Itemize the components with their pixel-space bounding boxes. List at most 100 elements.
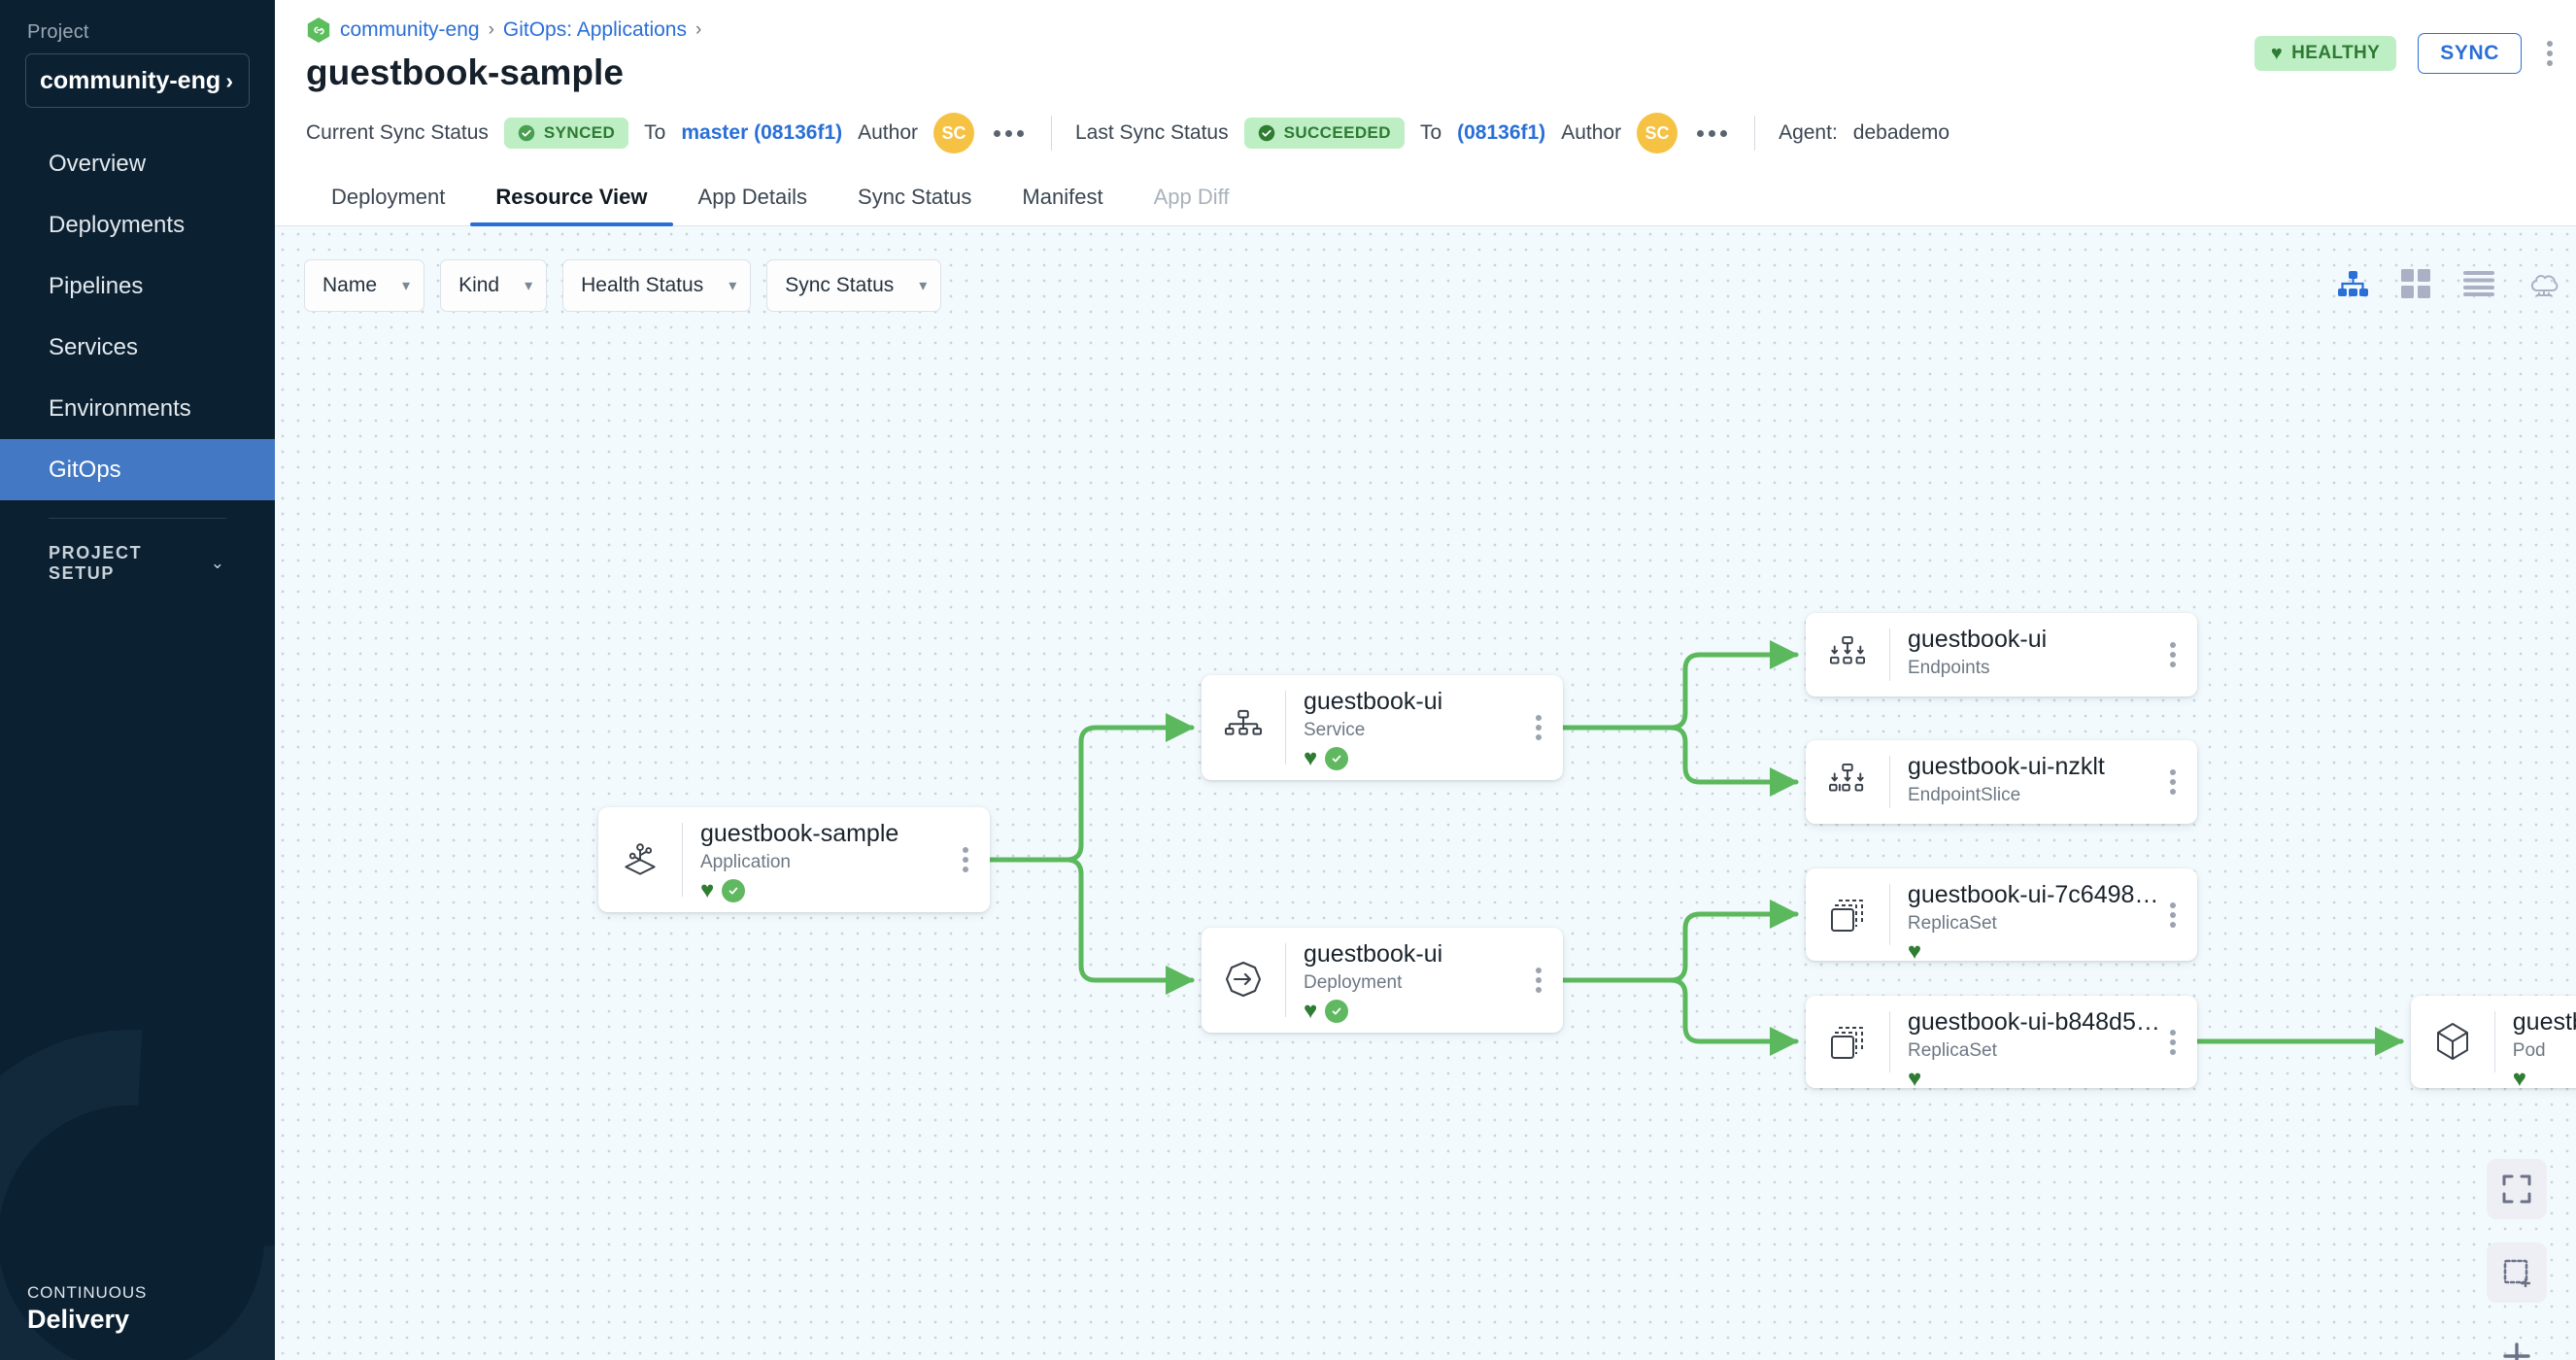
last-revision-link[interactable]: (08136f1) [1457, 121, 1546, 144]
sidebar-item-overview[interactable]: Overview [0, 133, 275, 194]
node-menu-icon[interactable] [2166, 613, 2197, 697]
graph-node-deployment[interactable]: guestbook-ui Deployment ♥ [1202, 928, 1563, 1033]
graph-node-endpointslice[interactable]: guestbook-ui-nzklt EndpointSlice [1806, 740, 2197, 824]
node-name: guestbook-ui-nzklt [1908, 753, 2105, 780]
last-sync-more-icon[interactable] [1693, 124, 1731, 143]
graph-node-application[interactable]: guestbook-sample Application ♥ [598, 807, 990, 912]
avatar[interactable]: SC [1637, 113, 1678, 153]
node-badges: ♥ [2513, 1067, 2576, 1091]
filter-health-status[interactable]: Health Status ▾ [562, 259, 752, 312]
tab-sync-status[interactable]: Sync Status [858, 185, 972, 209]
sidebar-item-gitops[interactable]: GitOps [0, 439, 275, 500]
endpoints-icon [1806, 613, 1889, 697]
tree-view-icon[interactable] [2337, 270, 2368, 297]
last-to-label: To [1419, 121, 1442, 144]
current-sync-more-icon[interactable] [990, 124, 1028, 143]
node-kind: ReplicaSet [1907, 912, 1997, 934]
breadcrumb-link-applications[interactable]: GitOps: Applications [502, 18, 687, 41]
node-badges: ♥ [1304, 746, 1532, 770]
filter-bar: Name ▾ Kind ▾ Health Status ▾ Sync Statu… [304, 259, 942, 312]
node-body: guestbook-ui Deployment ♥ [1286, 928, 1532, 1033]
node-badges: ♥ [1304, 999, 1532, 1023]
filter-kind[interactable]: Kind ▾ [440, 259, 548, 312]
tab-manifest[interactable]: Manifest [1022, 185, 1103, 209]
node-kind: Application [700, 851, 791, 872]
breadcrumb-link-project[interactable]: community-eng [340, 18, 480, 41]
header-actions: ♥ HEALTHY SYNC [2254, 33, 2557, 74]
project-setup-toggle[interactable]: PROJECT SETUP ⌄ [0, 534, 275, 593]
graph-node-service[interactable]: guestbook-ui Service ♥ [1202, 675, 1563, 780]
sidebar-item-pipelines[interactable]: Pipelines [0, 255, 275, 317]
node-menu-icon[interactable] [1532, 928, 1563, 1033]
divider [1889, 884, 1890, 945]
node-kind: Service [1304, 719, 1366, 740]
node-kind: Endpoints [1908, 657, 1990, 678]
breadcrumb-separator: › [488, 19, 494, 40]
node-name: guestbook-ui [1908, 626, 2048, 653]
tab-bar: Deployment Resource View App Details Syn… [275, 171, 2576, 226]
zoom-in-button[interactable] [2487, 1326, 2547, 1360]
current-sync-status-label: Current Sync Status [306, 121, 489, 144]
node-menu-icon[interactable] [959, 807, 990, 912]
node-badges: ♥ [700, 878, 959, 902]
node-name: guestbook-ui [1304, 688, 1443, 715]
breadcrumb-separator: › [695, 19, 702, 40]
node-name: guestbook-ui [1304, 940, 1443, 968]
filter-label: Name [322, 274, 378, 296]
divider [1285, 943, 1286, 1017]
tab-deployment[interactable]: Deployment [331, 185, 446, 209]
node-kind: EndpointSlice [1908, 784, 2021, 805]
view-mode-switcher [2337, 269, 2560, 298]
sidebar-nav: Overview Deployments Pipelines Services … [0, 133, 275, 500]
node-kind: Deployment [1304, 971, 1403, 993]
brand-line-1: CONTINUOUS [27, 1283, 148, 1302]
filter-label: Health Status [581, 274, 704, 296]
graph-node-endpoints[interactable]: guestbook-ui Endpoints [1806, 613, 2197, 697]
project-label: Project [27, 21, 89, 43]
graph-node-pod[interactable]: guestbook-ui-b848d5d9... Pod ♥ [2411, 996, 2576, 1091]
sync-check-icon [1325, 999, 1349, 1023]
grid-view-icon[interactable] [2401, 269, 2430, 298]
node-menu-icon[interactable] [1532, 675, 1563, 780]
tab-app-diff: App Diff [1153, 185, 1230, 209]
project-selector[interactable]: community-eng › [25, 53, 250, 108]
select-area-button[interactable] [2487, 1242, 2547, 1303]
sidebar-item-environments[interactable]: Environments [0, 378, 275, 439]
health-heart-icon: ♥ [1907, 937, 1922, 965]
more-options-icon[interactable] [2543, 37, 2557, 70]
graph-node-replicaset-1[interactable]: guestbook-ui-7c64987dc9 ReplicaSet ♥ [1806, 868, 2197, 965]
sidebar-item-label: Deployments [49, 211, 186, 238]
graph-nodes: guestbook-sample Application ♥ [275, 226, 2576, 1360]
node-menu-icon[interactable] [2166, 740, 2197, 824]
sync-button[interactable]: SYNC [2418, 33, 2522, 74]
divider [1051, 116, 1052, 151]
sidebar-divider [49, 518, 226, 519]
filter-sync-status[interactable]: Sync Status ▾ [766, 259, 942, 312]
node-menu-icon[interactable] [2166, 996, 2197, 1088]
sidebar-item-services[interactable]: Services [0, 317, 275, 378]
tab-app-details[interactable]: App Details [697, 185, 808, 209]
network-view-icon[interactable] [2527, 269, 2560, 298]
application-icon [598, 807, 682, 912]
replicaset-icon [1806, 868, 1889, 961]
filter-name[interactable]: Name ▾ [304, 259, 425, 312]
sidebar-item-deployments[interactable]: Deployments [0, 194, 275, 255]
list-view-icon[interactable] [2463, 271, 2494, 296]
resource-graph-canvas[interactable]: Name ▾ Kind ▾ Health Status ▾ Sync Statu… [275, 226, 2576, 1360]
status-badge-health: ♥ HEALTHY [2254, 36, 2397, 71]
chevron-down-icon: ⌄ [210, 554, 224, 572]
node-name: guestbook-ui-b848d5d9d [1907, 1008, 2166, 1036]
brand-line-2: Delivery [27, 1305, 130, 1334]
sidebar-item-label: Services [49, 333, 139, 360]
sync-check-icon [1325, 746, 1349, 770]
project-setup-label: PROJECT SETUP [49, 543, 143, 583]
last-sync-status-badge: SUCCEEDED [1243, 118, 1405, 149]
node-menu-icon[interactable] [2166, 868, 2197, 961]
avatar[interactable]: SC [933, 113, 974, 153]
divider [1889, 756, 1890, 808]
graph-node-replicaset-2[interactable]: guestbook-ui-b848d5d9d ReplicaSet ♥ [1806, 996, 2197, 1090]
fit-screen-button[interactable] [2487, 1159, 2547, 1219]
current-revision-link[interactable]: master (08136f1) [681, 121, 843, 144]
tab-resource-view[interactable]: Resource View [470, 171, 673, 226]
